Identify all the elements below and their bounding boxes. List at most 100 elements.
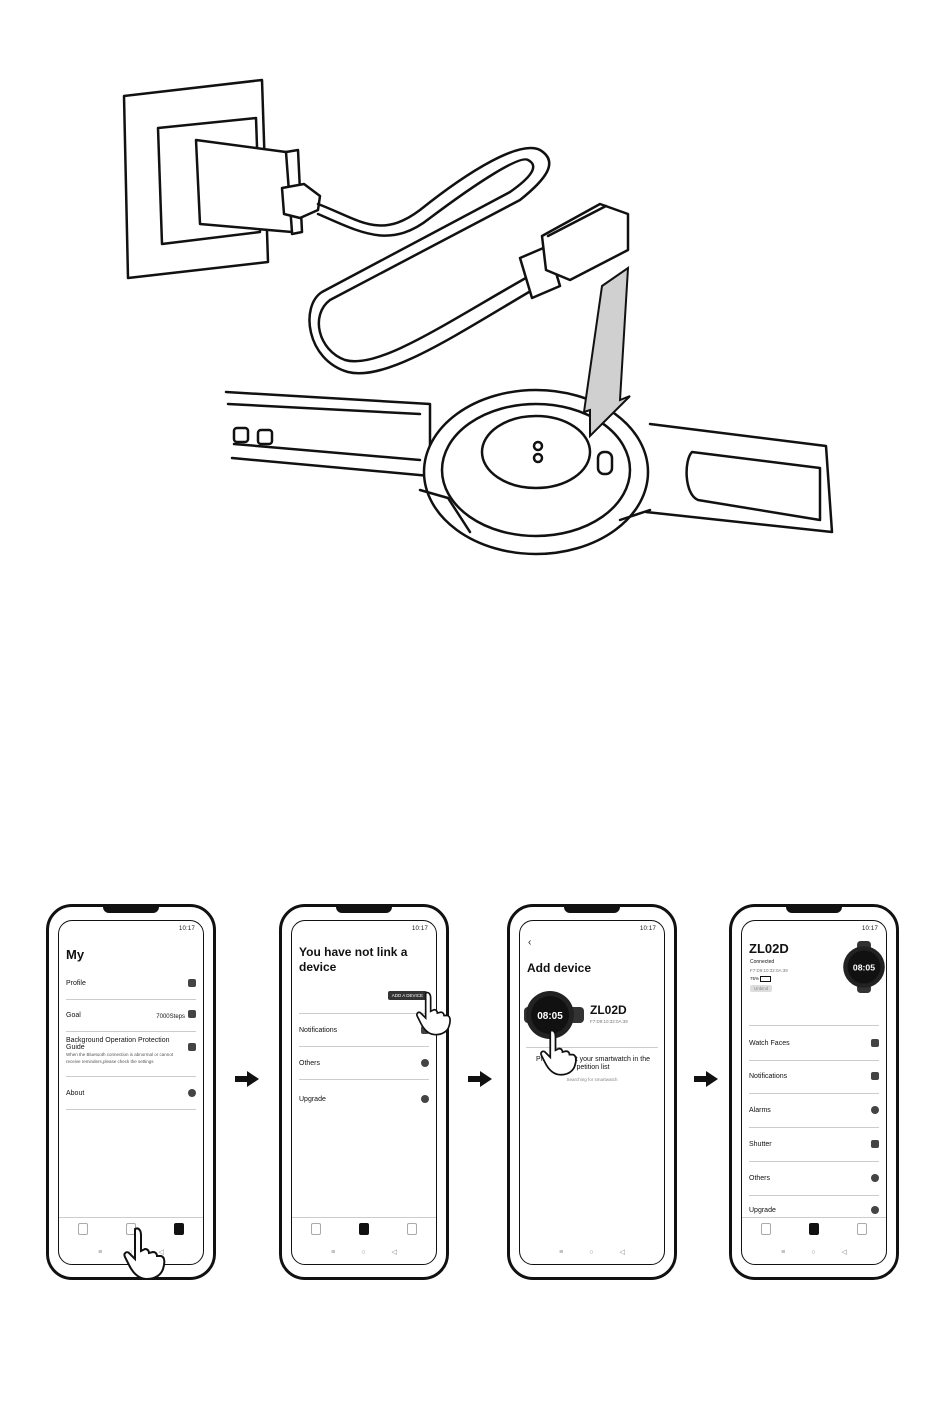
row-label: Others bbox=[749, 1174, 771, 1182]
battery-icon bbox=[760, 976, 772, 982]
page-title: Add device bbox=[527, 961, 592, 975]
cloud-icon bbox=[871, 1206, 879, 1214]
system-nav: ≡ ○ ◁ bbox=[292, 1246, 436, 1258]
row-others[interactable]: Others bbox=[299, 1047, 429, 1080]
back-icon[interactable]: ◁ bbox=[841, 1249, 847, 1256]
phone-notch bbox=[103, 904, 159, 913]
tab-my[interactable] bbox=[174, 1223, 184, 1235]
info-icon bbox=[188, 1089, 196, 1097]
back-chevron-icon[interactable]: ‹ bbox=[528, 937, 532, 948]
tab-home[interactable] bbox=[761, 1223, 771, 1235]
watch-face-icon bbox=[871, 1039, 879, 1047]
row-label: Shutter bbox=[749, 1140, 772, 1148]
row-goal[interactable]: Goal 7000Steps bbox=[66, 999, 196, 1032]
tab-bar bbox=[292, 1217, 436, 1240]
gear-icon bbox=[421, 1059, 429, 1067]
tab-home[interactable] bbox=[311, 1223, 321, 1235]
page-title: You have not link a device bbox=[299, 945, 408, 974]
tab-home[interactable] bbox=[78, 1223, 88, 1235]
arrow-right-icon bbox=[468, 1071, 492, 1087]
row-notifications[interactable]: Notifications bbox=[749, 1059, 879, 1094]
battery-level: 75% bbox=[750, 976, 772, 982]
id-card-icon bbox=[188, 979, 196, 987]
row-label: Profile bbox=[66, 979, 86, 987]
tab-my[interactable] bbox=[857, 1223, 867, 1235]
smartwatch-image[interactable]: 08:05 bbox=[524, 985, 584, 1045]
row-alarms[interactable]: Alarms bbox=[749, 1093, 879, 1128]
charger-adapter bbox=[194, 138, 294, 234]
camera-icon bbox=[871, 1140, 879, 1148]
home-icon[interactable]: ○ bbox=[361, 1248, 366, 1256]
back-icon[interactable]: ◁ bbox=[158, 1249, 164, 1256]
phone-screen: 10:17 ‹ Add device 08:05 ZL02D F7:D9:10:… bbox=[519, 920, 665, 1265]
arrow-right-icon bbox=[694, 1071, 718, 1087]
watch-face-time: 08:05 bbox=[853, 962, 875, 972]
status-time: 10:17 bbox=[411, 926, 428, 932]
row-label: Notifications bbox=[299, 1026, 338, 1034]
row-label: Notifications bbox=[749, 1072, 788, 1080]
phone-my-page: 10:17 My Profile Goal 7000Steps Backgrou… bbox=[46, 904, 216, 1281]
row-shutter[interactable]: Shutter bbox=[749, 1127, 879, 1162]
row-watch-faces[interactable]: Watch Faces bbox=[749, 1025, 879, 1061]
tap-hand-icon bbox=[540, 1029, 577, 1076]
phone-device-page: 10:17 ZL02D Connected F7:D9:10:32:0A:39 … bbox=[729, 904, 899, 1280]
unbind-button[interactable]: Unbind bbox=[750, 985, 773, 992]
menu-icon[interactable]: ≡ bbox=[559, 1248, 564, 1256]
row-label: Watch Faces bbox=[749, 1039, 790, 1047]
home-icon[interactable]: ○ bbox=[811, 1248, 816, 1256]
phone-screen: 10:17 You have not link a device ADD A D… bbox=[291, 920, 437, 1265]
tap-hand-icon bbox=[123, 1227, 166, 1281]
status-time: 10:17 bbox=[639, 926, 656, 932]
phone-no-device-page: 10:17 You have not link a device ADD A D… bbox=[279, 904, 451, 1280]
tab-my[interactable] bbox=[407, 1223, 417, 1235]
device-mac: F7:D9:10:32:0A:39 bbox=[590, 1019, 628, 1024]
arrow-right-icon bbox=[235, 1071, 259, 1087]
row-upgrade[interactable]: Upgrade bbox=[749, 1197, 879, 1223]
device-name: ZL02D bbox=[749, 941, 789, 956]
connection-status: Connected bbox=[750, 959, 775, 965]
searching-text: Searching for smartwatch bbox=[566, 1077, 618, 1082]
back-icon[interactable]: ◁ bbox=[619, 1249, 625, 1256]
menu-icon[interactable]: ≡ bbox=[98, 1248, 103, 1256]
row-profile[interactable]: Profile bbox=[66, 967, 196, 1000]
phone-notch bbox=[336, 904, 392, 913]
row-upgrade[interactable]: Upgrade bbox=[299, 1083, 429, 1115]
home-icon[interactable]: ○ bbox=[128, 1248, 133, 1256]
gear-icon bbox=[871, 1174, 879, 1182]
insert-arrow-icon bbox=[582, 266, 631, 439]
tap-hand-icon bbox=[416, 991, 451, 1036]
tab-device[interactable] bbox=[809, 1223, 819, 1235]
add-device-button[interactable]: ADD A DEVICE bbox=[387, 991, 427, 1000]
phone-add-device-page: 10:17 ‹ Add device 08:05 ZL02D F7:D9:10:… bbox=[507, 904, 677, 1280]
row-background-guide[interactable]: Background Operation Protection Guide Wh… bbox=[66, 1031, 196, 1077]
phone-notch bbox=[786, 904, 842, 913]
row-label: Goal bbox=[66, 1011, 81, 1019]
device-name[interactable]: ZL02D bbox=[590, 1003, 627, 1017]
system-nav: ≡ ○ ◁ bbox=[59, 1246, 203, 1258]
back-icon[interactable]: ◁ bbox=[391, 1249, 397, 1256]
goal-value: 7000Steps bbox=[156, 1014, 185, 1020]
home-icon[interactable]: ○ bbox=[589, 1248, 594, 1256]
status-time: 10:17 bbox=[861, 926, 878, 932]
status-time: 10:17 bbox=[178, 926, 195, 932]
phone-notch bbox=[564, 904, 620, 913]
magnetic-connector bbox=[540, 202, 630, 282]
menu-icon[interactable]: ≡ bbox=[781, 1248, 786, 1256]
watch-back bbox=[422, 388, 650, 556]
smartwatch-image: 08:05 bbox=[843, 941, 885, 993]
row-note: When the Bluetooth connection is abnorma… bbox=[66, 1052, 174, 1064]
trophy-icon bbox=[188, 1010, 196, 1018]
tab-bar bbox=[742, 1217, 886, 1240]
row-about[interactable]: About bbox=[66, 1077, 196, 1110]
row-label: Upgrade bbox=[749, 1206, 776, 1214]
charging-illustration bbox=[122, 78, 834, 556]
row-label: Others bbox=[299, 1059, 321, 1067]
clock-icon bbox=[871, 1106, 879, 1114]
row-notifications[interactable]: Notifications bbox=[299, 1013, 429, 1047]
menu-icon[interactable]: ≡ bbox=[331, 1248, 336, 1256]
row-others[interactable]: Others bbox=[749, 1161, 879, 1196]
page-title: My bbox=[66, 947, 85, 962]
system-nav: ≡ ○ ◁ bbox=[742, 1246, 886, 1258]
tab-device[interactable] bbox=[359, 1223, 369, 1235]
phone-screen: 10:17 ZL02D Connected F7:D9:10:32:0A:39 … bbox=[741, 920, 887, 1265]
